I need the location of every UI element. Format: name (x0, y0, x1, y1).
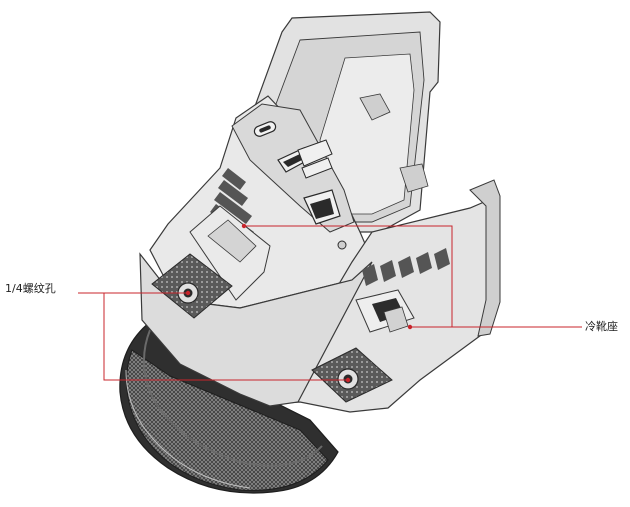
left-mount-plate (189, 205, 271, 301)
leader-dots (185, 223, 413, 383)
port-panel (231, 103, 355, 250)
lens (119, 321, 339, 494)
leader-line-right (244, 225, 582, 328)
leader-line-left-branch (103, 293, 348, 381)
leader-dot-left-top (185, 290, 191, 296)
cold-shoe (355, 289, 415, 333)
leader-dot-left-bottom (345, 377, 351, 383)
right-side-vents (362, 248, 450, 286)
usb-c-port-icon (253, 121, 277, 137)
callout-label-cold-shoe: 冷靴座 (585, 320, 618, 333)
leader-dot-right-shoe (407, 324, 413, 330)
ethernet-port-icon (303, 189, 341, 225)
leader-lines (78, 225, 582, 381)
leader-dot-right-top (241, 223, 247, 229)
card-slot-icon (297, 139, 333, 179)
callout-label-thread-hole: 1/4螺纹孔 (5, 282, 56, 295)
